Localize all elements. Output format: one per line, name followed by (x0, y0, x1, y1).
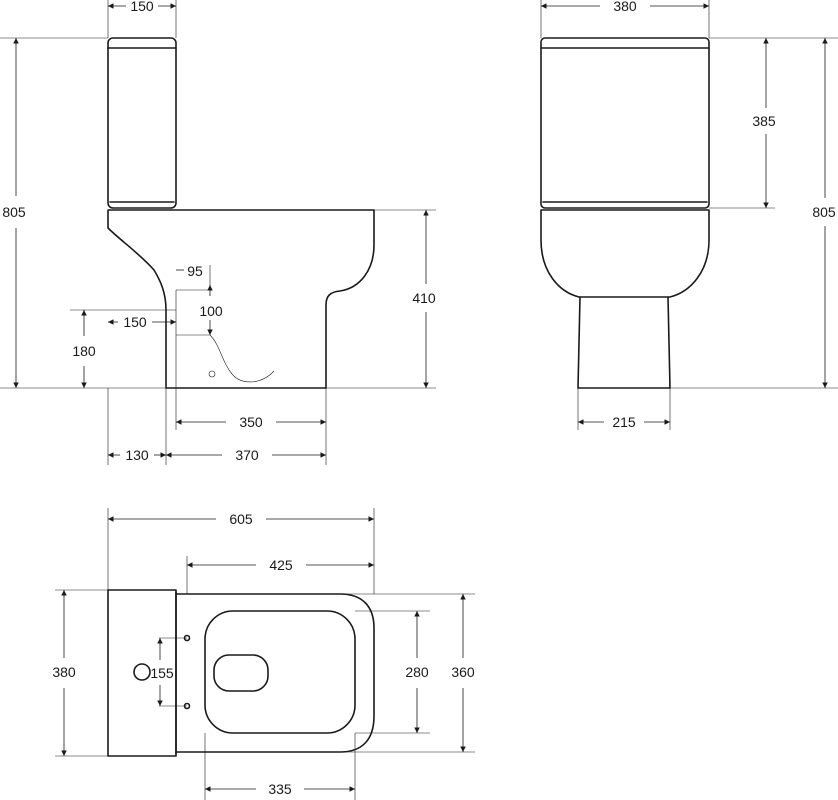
top-opening (213, 654, 269, 692)
dim-side-bowl-height: 410 (412, 290, 436, 306)
front-pedestal (577, 296, 671, 389)
dim-front-total-height: 805 (812, 204, 836, 220)
dim-side-tank-depth: 130 (125, 447, 149, 463)
dim-top-seat-width: 280 (405, 664, 429, 680)
dim-side-bowl-length: 370 (235, 447, 259, 463)
front-bowl (540, 209, 710, 298)
side-outlet-hole (208, 370, 216, 378)
side-bowl (107, 209, 375, 389)
dim-top-bowl-length: 425 (269, 557, 293, 573)
side-trap-curve (209, 334, 275, 383)
dim-front-width: 380 (613, 0, 637, 14)
side-tank (107, 37, 177, 209)
dim-top-bowl-width: 360 (451, 664, 475, 680)
dim-top-tank-width: 380 (52, 664, 76, 680)
dim-top-hole-spacing: 155 (150, 665, 174, 681)
front-tank (540, 37, 710, 209)
dim-front-foot-width: 215 (612, 414, 636, 430)
dim-side-tank-width: 150 (130, 0, 154, 14)
dim-side-outlet-offset-y: 100 (199, 303, 223, 319)
dim-side-outlet-offset-x: 95 (187, 263, 203, 279)
top-drain-hole (133, 663, 151, 681)
front-view: 380 385 805 215 (540, 0, 838, 430)
dim-side-total-height: 805 (2, 204, 26, 220)
side-view: 150 805 410 95 100 150 180 350 130 (0, 0, 436, 465)
top-seat (204, 610, 356, 734)
top-view: 605 425 380 155 280 360 335 (52, 508, 475, 800)
dim-side-outlet-center: 150 (123, 314, 147, 330)
top-bowl (175, 593, 375, 753)
dim-side-foot-width: 350 (239, 414, 263, 430)
dim-top-seat-length: 335 (268, 781, 292, 797)
dim-side-outlet-height: 180 (72, 343, 96, 359)
dim-top-total-length: 605 (229, 511, 253, 527)
dim-front-tank-height: 385 (752, 113, 776, 129)
